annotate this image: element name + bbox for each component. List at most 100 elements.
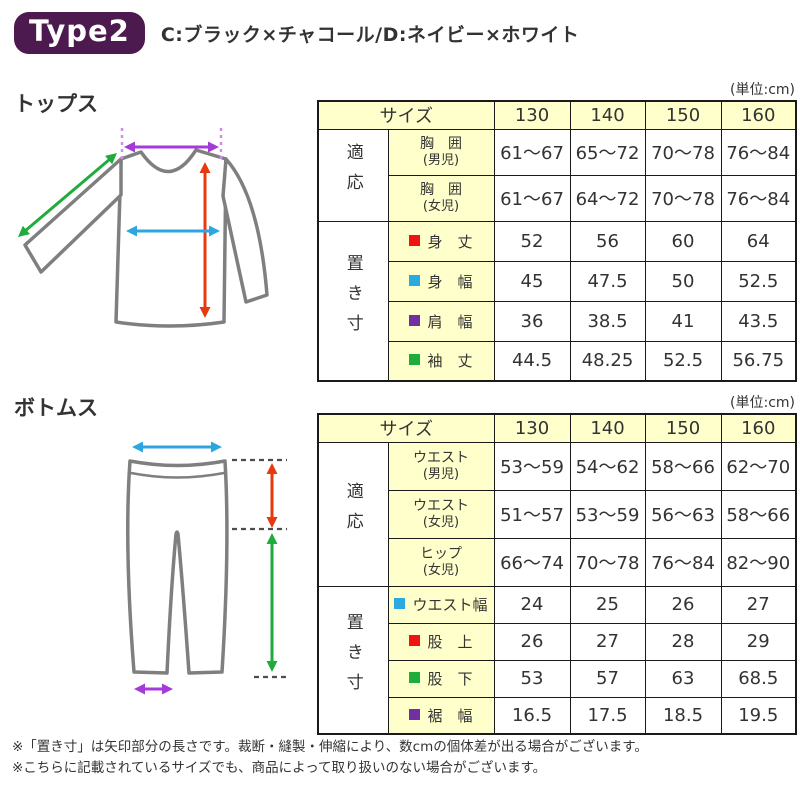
size-value-cell: 70〜78 [569, 537, 646, 587]
table-row: 裾 幅 16.5 17.5 18.5 19.5 [318, 696, 797, 735]
size-value-cell: 65〜72 [569, 128, 646, 176]
size-value-cell: 25 [569, 585, 646, 624]
size-value-cell: 43.5 [720, 300, 797, 342]
table-row: 胸 囲 (女児) 61〜67 64〜72 70〜78 76〜84 [318, 174, 797, 222]
size-value-cell: 56 [569, 220, 646, 262]
size-value-cell: 66〜74 [493, 537, 571, 587]
table-row: 身 幅 45 47.5 50 52.5 [318, 260, 797, 302]
size-value-cell: 19.5 [720, 696, 797, 735]
table-row: 適応 ウエスト (男児) 53〜59 54〜62 58〜66 62〜70 [317, 441, 797, 587]
tops-size-table: サイズ 130 140 150 160 適応 胸 囲 (男児) 61〜67 65… [317, 100, 797, 382]
measure-row-label: 身 幅 [387, 260, 495, 302]
table-row: ウエスト (女児) 51〜57 53〜59 56〜63 58〜66 [318, 489, 797, 539]
table-header-row: サイズ 130 140 150 160 [317, 413, 797, 443]
size-value-cell: 61〜67 [493, 174, 571, 222]
fit-row-label: ウエスト (男児) [387, 441, 495, 491]
legend-square-icon [409, 672, 421, 683]
header: Type2 C:ブラック×チャコール/D:ネイビー×ホワイト [14, 12, 579, 54]
fit-group-label: 適応 [342, 482, 363, 542]
size-value-cell: 64 [720, 220, 797, 262]
table-row: 股 下 53 57 63 68.5 [318, 659, 797, 698]
size-column-header: 130 [493, 100, 571, 130]
measure-row-label: 身 丈 [387, 220, 495, 262]
size-value-cell: 45 [493, 260, 571, 302]
size-value-cell: 18.5 [644, 696, 722, 735]
footnotes: ※「置き寸」は矢印部分の長さです。裁断・縫製・伸縮により、数cmの個体差が出る場… [12, 737, 648, 779]
sleeve-length-arrow [18, 153, 117, 237]
size-value-cell: 61〜67 [493, 128, 571, 176]
pants-outline [126, 459, 229, 675]
fit-row-label: 胸 囲 (男児) [387, 128, 495, 176]
size-value-cell: 52.5 [720, 260, 797, 302]
size-column-header: 140 [569, 413, 646, 443]
size-value-cell: 28 [644, 622, 722, 661]
size-corner-header: サイズ [317, 100, 495, 130]
bottoms-size-table: サイズ 130 140 150 160 適応 ウエスト (男児) 53〜59 5… [317, 413, 797, 735]
legend-square-icon [409, 274, 421, 286]
size-value-cell: 58〜66 [644, 441, 722, 491]
table-row: 股 上 26 27 28 29 [318, 622, 797, 661]
table-row: 適応 胸 囲 (男児) 61〜67 65〜72 70〜78 76〜84 [317, 128, 797, 222]
fit-row-label: 胸 囲 (女児) [387, 174, 495, 222]
measure-row-label: 肩 幅 [387, 300, 495, 342]
shoulder-width-arrow [120, 128, 223, 162]
size-value-cell: 17.5 [569, 696, 646, 735]
size-value-cell: 68.5 [720, 659, 797, 698]
type-badge: Type2 [14, 12, 145, 54]
table-row: 置き寸 身 丈 52 56 60 64 [317, 220, 797, 382]
size-value-cell: 48.25 [569, 340, 646, 382]
size-value-cell: 44.5 [493, 340, 571, 382]
fit-group-cell: 適応 [317, 441, 389, 587]
size-value-cell: 56.75 [720, 340, 797, 382]
size-column-header: 150 [644, 100, 722, 130]
fit-row-label: ウエスト (女児) [387, 489, 495, 539]
fit-row-label: ヒップ (女児) [387, 537, 495, 587]
size-value-cell: 38.5 [569, 300, 646, 342]
fit-group-cell: 適応 [317, 128, 389, 222]
legend-square-icon [409, 354, 421, 366]
bottoms-unit-label: (単位:cm) [730, 395, 795, 411]
size-value-cell: 64〜72 [569, 174, 646, 222]
table-row: ヒップ (女児) 66〜74 70〜78 76〜84 82〜90 [318, 537, 797, 587]
size-value-cell: 24 [493, 585, 571, 624]
hem-width-arrow [134, 683, 173, 695]
body-width-arrow [126, 225, 220, 237]
size-value-cell: 53〜59 [569, 489, 646, 539]
body-length-arrow [199, 162, 211, 318]
measure-row-label: 袖 丈 [387, 340, 495, 382]
color-variants-label: C:ブラック×チャコール/D:ネイビー×ホワイト [160, 23, 580, 46]
measure-group-cell: 置き寸 [317, 220, 389, 382]
table-header-row: サイズ 130 140 150 160 [317, 100, 797, 130]
size-value-cell: 56〜63 [644, 489, 722, 539]
size-value-cell: 76〜84 [644, 537, 722, 587]
inseam-arrow [266, 533, 278, 672]
size-value-cell: 58〜66 [720, 489, 797, 539]
size-value-cell: 26 [493, 622, 571, 661]
legend-square-icon [394, 598, 406, 609]
bottoms-heading: ボトムス [14, 396, 98, 420]
bottoms-measurement-diagram [126, 441, 287, 695]
size-column-header: 150 [644, 413, 722, 443]
table-row: 袖 丈 44.5 48.25 52.5 56.75 [318, 340, 797, 382]
size-value-cell: 26 [644, 585, 722, 624]
size-value-cell: 27 [569, 622, 646, 661]
size-column-header: 130 [493, 413, 571, 443]
measure-row-label: 股 上 [387, 622, 495, 661]
rise-arrow [266, 463, 278, 528]
size-value-cell: 76〜84 [720, 128, 797, 176]
waist-width-arrow [132, 441, 222, 453]
size-column-header: 160 [720, 100, 797, 130]
tops-unit-label: (単位:cm) [730, 82, 795, 98]
size-value-cell: 70〜78 [644, 128, 722, 176]
size-value-cell: 53〜59 [493, 441, 571, 491]
size-value-cell: 41 [644, 300, 722, 342]
size-value-cell: 54〜62 [569, 441, 646, 491]
measure-group-cell: 置き寸 [317, 585, 389, 735]
legend-square-icon [409, 635, 421, 646]
size-value-cell: 82〜90 [720, 537, 797, 587]
legend-square-icon [409, 234, 421, 246]
measure-row-label: ウエスト幅 [387, 585, 495, 624]
size-column-header: 140 [569, 100, 646, 130]
size-value-cell: 76〜84 [720, 174, 797, 222]
